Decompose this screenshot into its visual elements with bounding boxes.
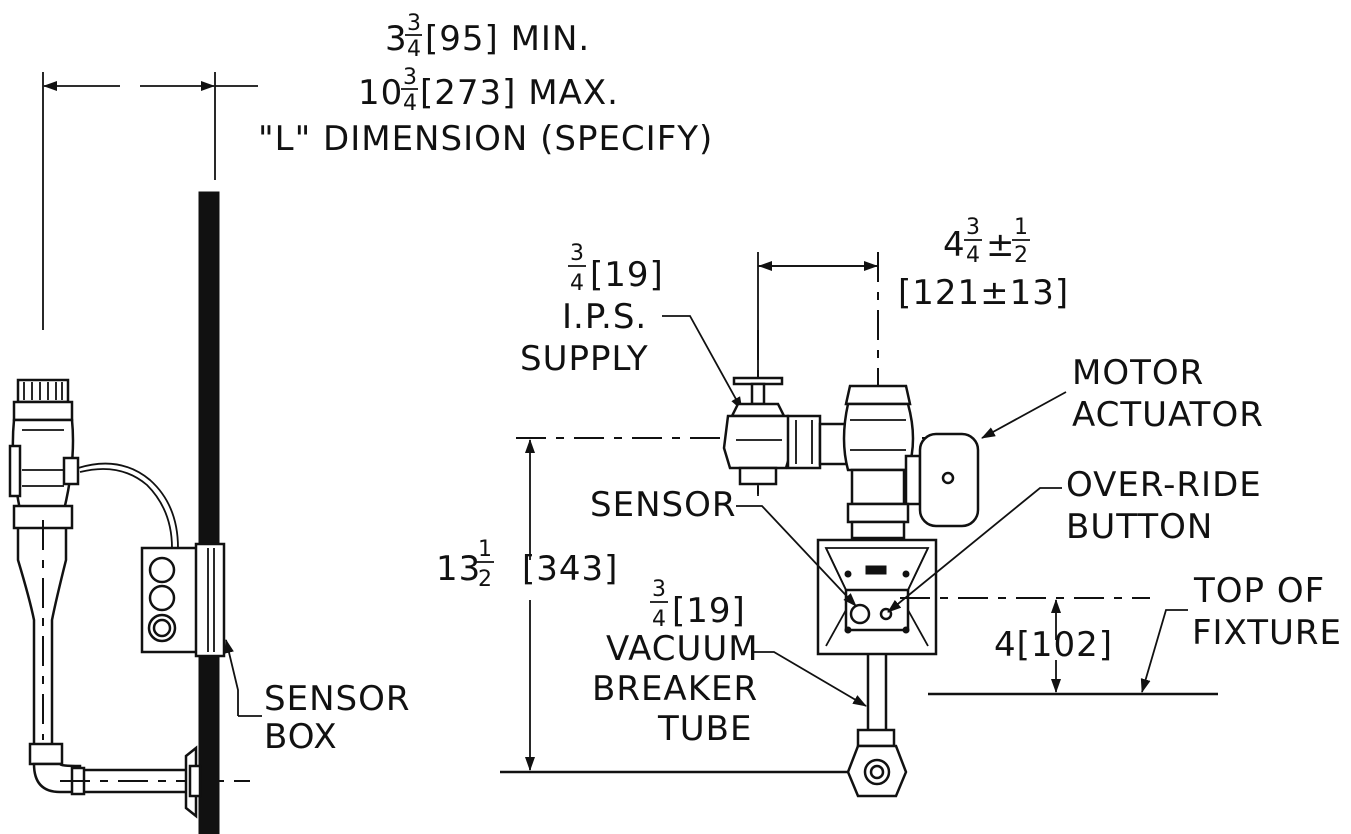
offset-pm: ±	[986, 225, 1016, 265]
supply-mm: [19]	[590, 255, 664, 295]
motor-line1: MOTOR	[1072, 353, 1204, 393]
front-view-flushometer	[722, 330, 980, 798]
fixture-line1: TOP OF	[1193, 571, 1325, 611]
supply-label: 3 4 [19] I.P.S. SUPPLY	[520, 241, 743, 411]
l-min-frac-num: 3	[407, 11, 421, 36]
sensor-box-label-2: BOX	[264, 717, 338, 757]
height-mm: [343]	[522, 549, 618, 589]
vacuum-frac-den: 4	[652, 607, 666, 632]
vacuum-line3: TUBE	[657, 709, 752, 749]
override-line1: OVER-RIDE	[1066, 465, 1262, 505]
sensor-box-side	[140, 542, 226, 658]
fixture-line2: FIXTURE	[1192, 613, 1342, 653]
side-view-flushometer	[8, 378, 250, 819]
override-label: OVER-RIDE BUTTON	[887, 465, 1262, 613]
height-frac-num: 1	[478, 537, 492, 562]
offset-dimension: 4 3 4 ± 1 2 [121±13]	[757, 215, 1069, 540]
supply-line2: SUPPLY	[520, 339, 649, 379]
height-frac-den: 2	[478, 567, 492, 592]
l-dimension-text: 3 3 4 [95] MIN. 10 3 4 [273] MAX. "L" DI…	[258, 11, 713, 159]
fixture-offset: 4[102]	[994, 625, 1113, 665]
offset-frac-den: 4	[966, 243, 980, 268]
override-line2: BUTTON	[1066, 507, 1213, 547]
l-max-frac-num: 3	[403, 65, 417, 90]
vacuum-line1: VACUUM	[606, 629, 759, 669]
height-whole: 13	[436, 549, 481, 589]
offset-mm: [121±13]	[898, 273, 1069, 313]
sensor-label-text: SENSOR	[590, 485, 736, 525]
supply-frac-den: 4	[570, 271, 584, 296]
sensor-box-label-1: SENSOR	[264, 679, 410, 719]
supply-line1: I.P.S.	[562, 297, 647, 337]
motor-line2: ACTUATOR	[1072, 395, 1264, 435]
l-dimension-line	[42, 72, 258, 330]
l-dimension-note: "L" DIMENSION (SPECIFY)	[258, 119, 713, 159]
supply-frac-num: 3	[570, 241, 584, 266]
motor-actuator-label: MOTOR ACTUATOR	[981, 353, 1264, 439]
l-min-frac-den: 4	[407, 37, 421, 62]
sensor-label: SENSOR	[590, 485, 857, 607]
wall	[198, 191, 220, 834]
vacuum-frac-num: 3	[652, 577, 666, 602]
vacuum-line2: BREAKER	[592, 669, 758, 709]
l-max-frac-den: 4	[403, 91, 417, 116]
fixture-dimension: 4[102] TOP OF FIXTURE	[900, 571, 1342, 696]
l-max-rest: [273] MAX.	[420, 73, 619, 113]
offset-whole: 4	[943, 225, 966, 265]
l-min-whole: 3	[385, 19, 408, 59]
offset-frac-num: 3	[966, 215, 980, 240]
vacuum-breaker-label: 3 4 [19] VACUUM BREAKER TUBE	[592, 577, 867, 749]
l-min-rest: [95] MIN.	[425, 19, 590, 59]
offset-tol-den: 2	[1014, 243, 1028, 268]
vacuum-mm: [19]	[672, 591, 746, 631]
l-max-whole: 10	[358, 73, 403, 113]
offset-tol-num: 1	[1014, 215, 1028, 240]
